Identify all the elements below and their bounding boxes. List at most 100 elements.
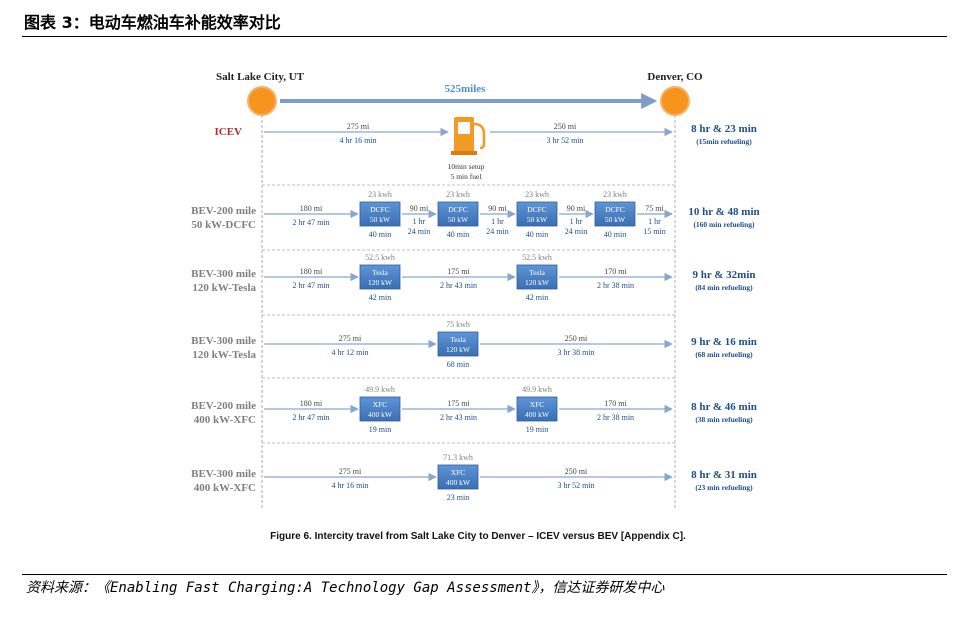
origin-marker (247, 86, 277, 116)
stop-name: Tesla (450, 335, 466, 344)
icev-refuel-time: (15min refueling) (696, 137, 752, 146)
charger-label: 50 kW-DCFC (191, 219, 256, 231)
leg-distance: 250 mi (554, 122, 577, 131)
stop-power: 400 kW (446, 478, 471, 487)
stop-name: XFC (451, 468, 466, 477)
stop-time: 40 min (604, 230, 626, 239)
stop-name: DCFC (448, 205, 468, 214)
stop-time: 40 min (526, 230, 548, 239)
refuel-time: (38 min refueling) (695, 415, 753, 424)
distance-label: 525miles (445, 83, 487, 95)
charging-station-box (437, 331, 479, 357)
leg-time: 1 hr (491, 217, 504, 226)
source-note: 资料来源：《Enabling Fast Charging:A Technolog… (26, 580, 665, 596)
leg-time: 24 min (565, 227, 587, 236)
total-time: 9 hr & 32min (692, 269, 755, 281)
leg-time: 3 hr 52 min (557, 481, 594, 490)
total-time: 8 hr & 31 min (691, 469, 757, 481)
charging-station-box (516, 201, 558, 227)
stop-energy: 23 kwh (603, 190, 627, 199)
stop-energy: 71.3 kwh (443, 453, 473, 462)
footer-divider (22, 574, 947, 575)
leg-time: 1 hr (570, 217, 583, 226)
leg-distance: 180 mi (300, 204, 323, 213)
vehicle-label: BEV-200 mile (191, 205, 256, 217)
stop-time: 23 min (447, 493, 469, 502)
stop-power: 120 kW (525, 278, 550, 287)
leg-distance: 90 mi (488, 204, 507, 213)
charging-station-box (594, 201, 636, 227)
leg-time: 2 hr 47 min (292, 413, 329, 422)
refuel-time: (23 min refueling) (695, 483, 753, 492)
leg-time: 2 hr 38 min (597, 413, 634, 422)
bev-rows: BEV-200 mile 50 kW-DCFC 180 mi 2 hr 47 min 9… (191, 190, 760, 502)
figure-caption: Figure 6. Intercity travel from Salt Lak… (270, 531, 686, 542)
stop-time: 40 min (447, 230, 469, 239)
stop-power: 50 kW (448, 215, 469, 224)
leg-distance: 170 mi (604, 267, 627, 276)
leg-time: 2 hr 47 min (292, 281, 329, 290)
vehicle-label: BEV-200 mile (191, 400, 256, 412)
leg-time: 24 min (486, 227, 508, 236)
icev-total-time: 8 hr & 23 min (691, 123, 757, 135)
charging-station-box (359, 264, 401, 290)
leg-distance: 90 mi (567, 204, 586, 213)
icev-label: ICEV (214, 126, 242, 138)
leg-time: 1 hr (413, 217, 426, 226)
stop-name: XFC (530, 400, 545, 409)
stop-name: XFC (373, 400, 388, 409)
charging-station-box (516, 264, 558, 290)
charger-label: 120 kW-Tesla (192, 282, 256, 294)
vehicle-label: BEV-300 mile (191, 335, 256, 347)
travel-diagram: Salt Lake City, UT Denver, CO 525miles I… (191, 71, 760, 542)
leg-time: 1 hr (648, 217, 661, 226)
stop-power: 120 kW (368, 278, 393, 287)
leg-distance: 170 mi (604, 399, 627, 408)
stop-power: 50 kW (527, 215, 548, 224)
refuel-time: (84 min refueling) (695, 283, 753, 292)
leg-distance: 75 mi (645, 204, 664, 213)
stop-power: 400 kW (368, 410, 393, 419)
leg-time: 2 hr 38 min (597, 281, 634, 290)
refuel-time: (160 min refueling) (693, 220, 755, 229)
total-time: 9 hr & 16 min (691, 336, 757, 348)
destination-marker (660, 86, 690, 116)
stop-time: 19 min (369, 425, 391, 434)
charging-station-box (437, 201, 479, 227)
header-divider (22, 36, 947, 37)
stop-energy: 75 kwh (446, 320, 470, 329)
vehicle-label: BEV-300 mile (191, 468, 256, 480)
refuel-time: (68 min refueling) (695, 350, 753, 359)
destination-label: Denver, CO (647, 71, 703, 83)
leg-distance: 275 mi (347, 122, 370, 131)
leg-time: 3 hr 38 min (557, 348, 594, 357)
charging-station-box (359, 396, 401, 422)
total-time: 10 hr & 48 min (688, 206, 759, 218)
leg-time: 24 min (408, 227, 430, 236)
stop-time: 42 min (369, 293, 391, 302)
stop-energy: 52.5 kwh (522, 253, 552, 262)
leg-distance: 180 mi (300, 267, 323, 276)
leg-time: 2 hr 43 min (440, 281, 477, 290)
origin-label: Salt Lake City, UT (216, 71, 305, 83)
stop-time: 68 min (447, 360, 469, 369)
stop-energy: 23 kwh (368, 190, 392, 199)
leg-time: 15 min (643, 227, 665, 236)
leg-distance: 250 mi (565, 334, 588, 343)
stop-energy: 49.9 kwh (365, 385, 395, 394)
leg-time: 4 hr 16 min (331, 481, 368, 490)
leg-distance: 180 mi (300, 399, 323, 408)
stop-power: 400 kW (525, 410, 550, 419)
stop-energy: 52.5 kwh (365, 253, 395, 262)
stop-power: 50 kW (605, 215, 626, 224)
stop-time: 42 min (526, 293, 548, 302)
fuel-pump-icon (451, 117, 486, 155)
stop-power: 50 kW (370, 215, 391, 224)
charging-station-box (437, 464, 479, 490)
charger-label: 400 kW-XFC (194, 482, 256, 494)
charger-label: 120 kW-Tesla (192, 349, 256, 361)
leg-distance: 90 mi (410, 204, 429, 213)
stop-energy: 49.9 kwh (522, 385, 552, 394)
stop-time: 19 min (526, 425, 548, 434)
leg-time: 4 hr 16 min (339, 136, 376, 145)
